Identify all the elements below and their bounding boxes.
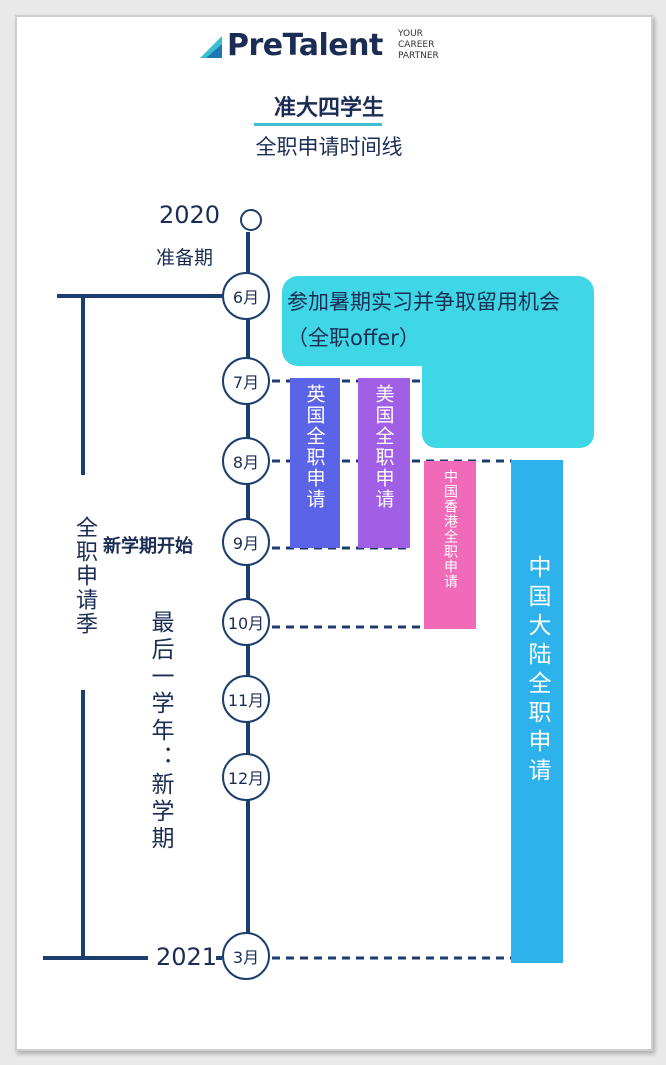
month-mar: 3月 [222,932,270,980]
prep-period-label: 准备期 [156,247,214,269]
hk-application-bar: 中国香港全职申请 [424,461,476,629]
brand-logo: PreTalent [227,28,383,63]
hk-application-label: 中国香港全职申请 [442,469,458,589]
new-term-label: 新学期开始 [103,536,193,557]
month-sep: 9月 [222,518,270,566]
summer-internship-block-tail [422,340,594,448]
summer-internship-label: 参加暑期实习并争取留用机会（全职offer） [287,290,560,350]
start-point [240,209,262,231]
mainland-application-label: 中国大陆全职申请 [524,555,550,787]
title-underline [254,123,382,126]
us-application-bar: 美国全职申请 [358,378,410,548]
page-title: 准大四学生 [273,96,384,121]
month-dec: 12月 [222,753,270,801]
uk-application-bar: 英国全职申请 [290,378,340,548]
us-application-label: 美国全职申请 [372,384,395,510]
brand-tagline: YOUR CAREER PARTNER [398,29,439,61]
end-year: 2021 [156,943,218,971]
page-subtitle: 全职申请时间线 [255,135,403,159]
month-aug: 8月 [222,437,270,485]
application-season-label: 全职申请季 [68,512,100,640]
month-jul: 7月 [222,357,270,405]
uk-application-label: 英国全职申请 [303,384,326,510]
month-jun: 6月 [222,272,270,320]
month-oct: 10月 [222,598,270,646]
start-year: 2020 [159,201,221,229]
month-nov: 11月 [222,675,270,723]
mainland-application-bar: 中国大陆全职申请 [511,460,563,963]
last-year-label: 最后一学年：新学期 [147,610,173,853]
